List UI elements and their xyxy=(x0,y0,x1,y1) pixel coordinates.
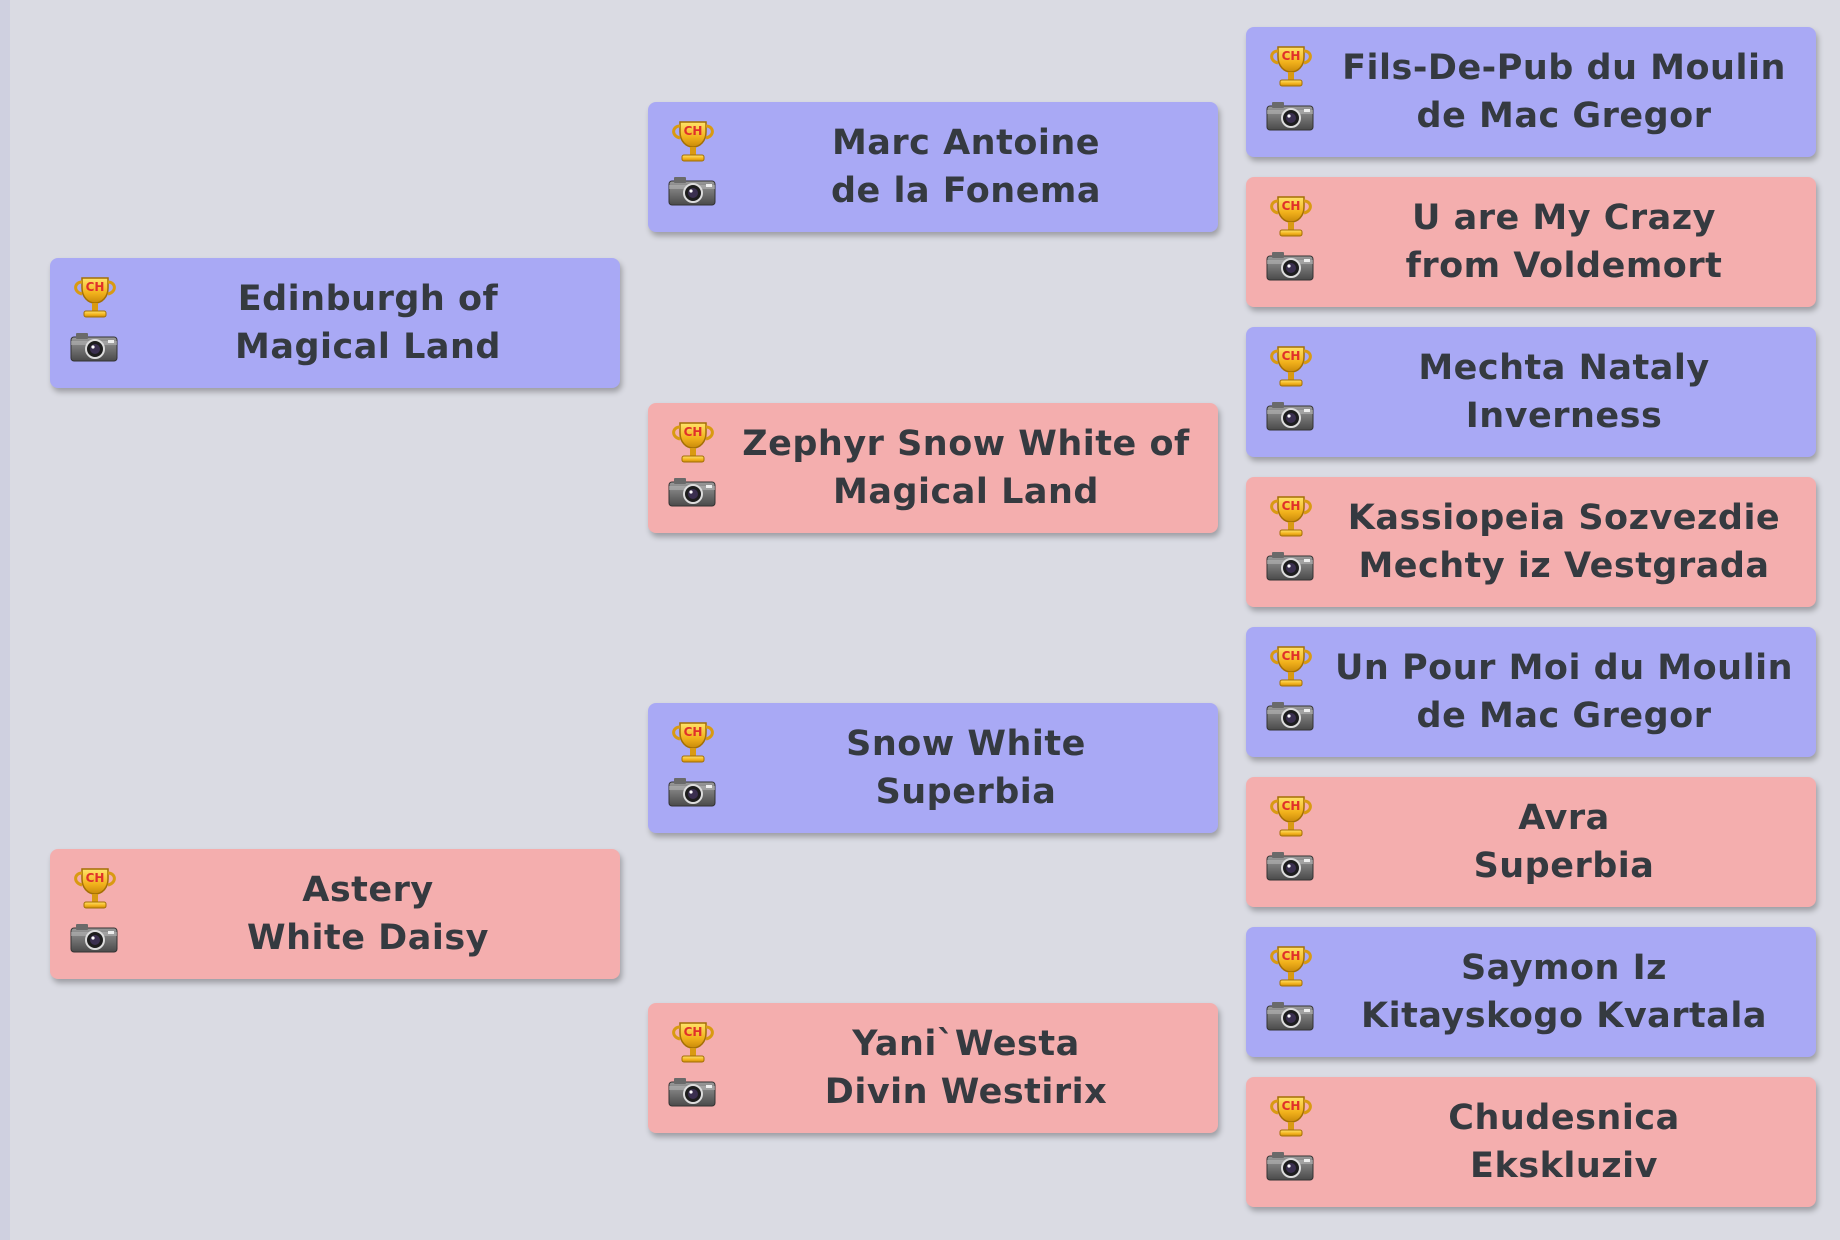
trophy-icon[interactable] xyxy=(668,118,718,166)
pedigree-card-sire[interactable]: Edinburgh of Magical Land xyxy=(50,258,620,388)
dog-name[interactable]: Chudesnica Ekskluziv xyxy=(1332,1077,1796,1207)
card-icons xyxy=(1266,793,1318,881)
card-icons xyxy=(1266,343,1318,431)
trophy-icon[interactable] xyxy=(1266,193,1316,241)
camera-icon[interactable] xyxy=(668,176,716,206)
pedigree-card-gen3-5[interactable]: Un Pour Moi du Moulin de Mac Gregor xyxy=(1246,627,1816,757)
trophy-icon[interactable] xyxy=(1266,643,1316,691)
pedigree-card-gen3-6[interactable]: Avra Superbia xyxy=(1246,777,1816,907)
camera-icon[interactable] xyxy=(1266,851,1314,881)
dog-name[interactable]: Astery White Daisy xyxy=(136,849,600,979)
dog-name-line1: Avra xyxy=(1518,798,1610,838)
card-icons xyxy=(668,118,720,206)
pedigree-card-dam-dam[interactable]: Yani`Westa Divin Westirix xyxy=(648,1003,1218,1133)
dog-name-line1: Un Pour Moi du Moulin xyxy=(1335,648,1793,688)
dog-name-line1: Fils-De-Pub du Moulin xyxy=(1342,48,1786,88)
pedigree-card-gen3-7[interactable]: Saymon Iz Kitayskogo Kvartala xyxy=(1246,927,1816,1057)
card-icons xyxy=(1266,193,1318,281)
card-icons xyxy=(1266,493,1318,581)
dog-name-line1: Snow White xyxy=(846,724,1086,764)
camera-icon[interactable] xyxy=(1266,1151,1314,1181)
camera-icon[interactable] xyxy=(70,923,118,953)
dog-name[interactable]: Avra Superbia xyxy=(1332,777,1796,907)
dog-name-line2: Kitayskogo Kvartala xyxy=(1361,996,1767,1036)
dog-name[interactable]: Kassiopeia Sozvezdie Mechty iz Vestgrada xyxy=(1332,477,1796,607)
trophy-icon[interactable] xyxy=(1266,793,1316,841)
dog-name-line1: Yani`Westa xyxy=(852,1024,1080,1064)
trophy-icon[interactable] xyxy=(1266,343,1316,391)
dog-name-line1: Mechta Nataly xyxy=(1418,348,1710,388)
dog-name-line2: Divin Westirix xyxy=(824,1072,1108,1112)
dog-name[interactable]: U are My Crazy from Voldemort xyxy=(1332,177,1796,307)
trophy-icon[interactable] xyxy=(1266,43,1316,91)
camera-icon[interactable] xyxy=(70,332,118,362)
dog-name-line1: Zephyr Snow White of xyxy=(742,424,1190,464)
card-icons xyxy=(668,419,720,507)
dog-name-line1: Kassiopeia Sozvezdie xyxy=(1347,498,1781,538)
pedigree-card-dam-sire[interactable]: Snow White Superbia xyxy=(648,703,1218,833)
dog-name[interactable]: Snow White Superbia xyxy=(734,703,1198,833)
dog-name-line1: Chudesnica xyxy=(1448,1098,1680,1138)
camera-icon[interactable] xyxy=(1266,551,1314,581)
card-icons xyxy=(1266,943,1318,1031)
dog-name[interactable]: Zephyr Snow White of Magical Land xyxy=(734,403,1198,533)
pedigree-card-gen3-3[interactable]: Mechta Nataly Inverness xyxy=(1246,327,1816,457)
dog-name-line2: de la Fonema xyxy=(830,171,1102,211)
dog-name[interactable]: Fils-De-Pub du Moulin de Mac Gregor xyxy=(1332,27,1796,157)
dog-name-line1: Astery xyxy=(302,870,434,910)
dog-name-line2: Inverness xyxy=(1465,396,1663,436)
trophy-icon[interactable] xyxy=(70,274,120,322)
dog-name[interactable]: Un Pour Moi du Moulin de Mac Gregor xyxy=(1332,627,1796,757)
dog-name-line2: de Mac Gregor xyxy=(1416,696,1712,736)
camera-icon[interactable] xyxy=(668,477,716,507)
dog-name-line2: from Voldemort xyxy=(1405,246,1723,286)
trophy-icon[interactable] xyxy=(1266,493,1316,541)
trophy-icon[interactable] xyxy=(1266,1093,1316,1141)
camera-icon[interactable] xyxy=(1266,251,1314,281)
trophy-icon[interactable] xyxy=(668,719,718,767)
pedigree-card-sire-sire[interactable]: Marc Antoine de la Fonema xyxy=(648,102,1218,232)
dog-name-line1: Saymon Iz xyxy=(1460,948,1668,988)
dog-name[interactable]: Yani`Westa Divin Westirix xyxy=(734,1003,1198,1133)
dog-name[interactable]: Marc Antoine de la Fonema xyxy=(734,102,1198,232)
pedigree-card-dam[interactable]: Astery White Daisy xyxy=(50,849,620,979)
pedigree-card-gen3-8[interactable]: Chudesnica Ekskluziv xyxy=(1246,1077,1816,1207)
pedigree-card-gen3-1[interactable]: Fils-De-Pub du Moulin de Mac Gregor xyxy=(1246,27,1816,157)
dog-name-line1: Edinburgh of xyxy=(237,279,499,319)
card-icons xyxy=(1266,643,1318,731)
trophy-icon[interactable] xyxy=(70,865,120,913)
dog-name-line2: Superbia xyxy=(875,772,1057,812)
card-icons xyxy=(70,274,122,362)
camera-icon[interactable] xyxy=(668,1077,716,1107)
dog-name-line1: Marc Antoine xyxy=(831,123,1101,163)
dog-name-line2: Magical Land xyxy=(235,327,501,367)
camera-icon[interactable] xyxy=(1266,101,1314,131)
card-icons xyxy=(1266,43,1318,131)
camera-icon[interactable] xyxy=(1266,701,1314,731)
dog-name-line2: Superbia xyxy=(1473,846,1655,886)
card-icons xyxy=(668,1019,720,1107)
card-icons xyxy=(1266,1093,1318,1181)
dog-name[interactable]: Saymon Iz Kitayskogo Kvartala xyxy=(1332,927,1796,1057)
dog-name-line2: Ekskluziv xyxy=(1470,1146,1658,1186)
card-icons xyxy=(70,865,122,953)
dog-name-line1: U are My Crazy xyxy=(1412,198,1716,238)
pedigree-card-sire-dam[interactable]: Zephyr Snow White of Magical Land xyxy=(648,403,1218,533)
camera-icon[interactable] xyxy=(1266,401,1314,431)
trophy-icon[interactable] xyxy=(668,1019,718,1067)
card-icons xyxy=(668,719,720,807)
pedigree-card-gen3-4[interactable]: Kassiopeia Sozvezdie Mechty iz Vestgrada xyxy=(1246,477,1816,607)
dog-name-line2: de Mac Gregor xyxy=(1416,96,1712,136)
dog-name[interactable]: Mechta Nataly Inverness xyxy=(1332,327,1796,457)
pedigree-card-gen3-2[interactable]: U are My Crazy from Voldemort xyxy=(1246,177,1816,307)
trophy-icon[interactable] xyxy=(668,419,718,467)
dog-name[interactable]: Edinburgh of Magical Land xyxy=(136,258,600,388)
trophy-icon[interactable] xyxy=(1266,943,1316,991)
camera-icon[interactable] xyxy=(1266,1001,1314,1031)
dog-name-line2: Mechty iz Vestgrada xyxy=(1358,546,1770,586)
dog-name-line2: Magical Land xyxy=(833,472,1099,512)
camera-icon[interactable] xyxy=(668,777,716,807)
dog-name-line2: White Daisy xyxy=(247,918,489,958)
